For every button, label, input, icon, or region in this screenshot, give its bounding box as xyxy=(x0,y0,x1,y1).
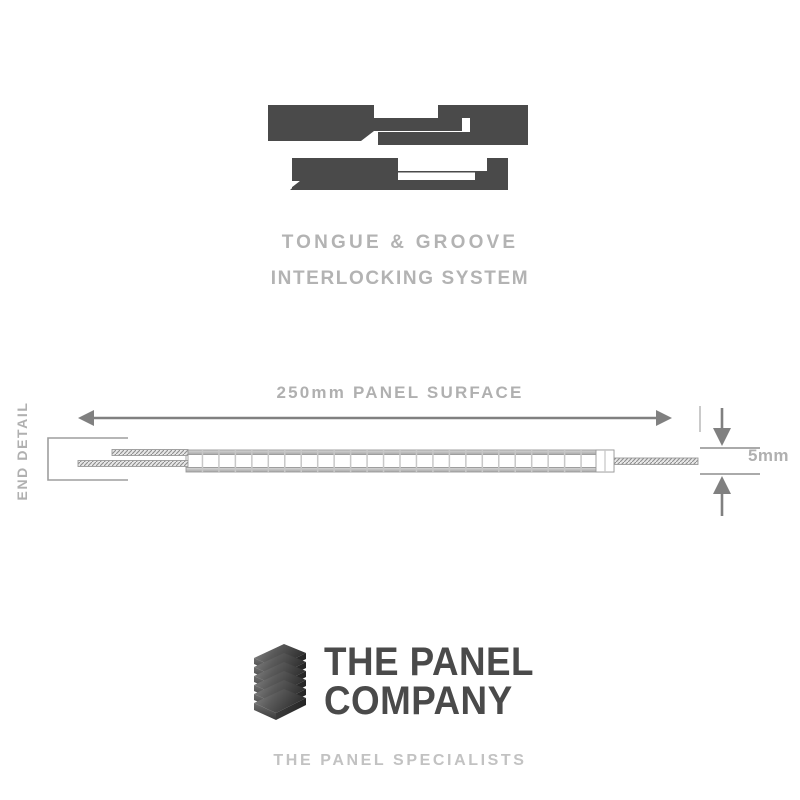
logo-text-line-2: COMPANY xyxy=(323,679,513,723)
logo-text-line-1: THE PANEL xyxy=(323,640,534,685)
width-dimension-arrow xyxy=(78,410,672,426)
stacked-panels-logo-mark xyxy=(253,644,306,720)
width-dimension-label: 250mm PANEL SURFACE xyxy=(276,383,524,402)
caption-interlocking-system: INTERLOCKING SYSTEM xyxy=(270,268,530,289)
profile-right-panel-with-groove xyxy=(378,105,528,145)
tongue-and-groove-profile xyxy=(268,105,528,191)
thickness-dimension-arrow xyxy=(700,408,760,516)
company-logo: THE PANEL COMPANY xyxy=(0,640,800,750)
cross-section-left-groove-fork xyxy=(77,449,189,467)
thickness-dimension-label: 5mm xyxy=(748,446,789,465)
profile-joined-chamfer-notch xyxy=(279,181,300,191)
profile-right-panel-groove-upper-lip xyxy=(438,105,470,118)
cross-section-right-tongue xyxy=(595,449,699,473)
panel-cross-section-diagram xyxy=(47,406,760,516)
end-detail-bracket xyxy=(47,437,128,481)
profile-joined-lower-plate xyxy=(290,181,508,190)
logo-tagline: THE PANEL SPECIALISTS xyxy=(273,752,527,769)
caption-tongue-and-groove: TONGUE & GROOVE xyxy=(281,232,519,253)
profile-left-panel-with-tongue xyxy=(268,105,462,141)
profile-joined-groove-slot xyxy=(398,172,475,180)
end-detail-label: END DETAIL xyxy=(14,401,30,501)
panel-hollow-core-body xyxy=(185,449,615,473)
